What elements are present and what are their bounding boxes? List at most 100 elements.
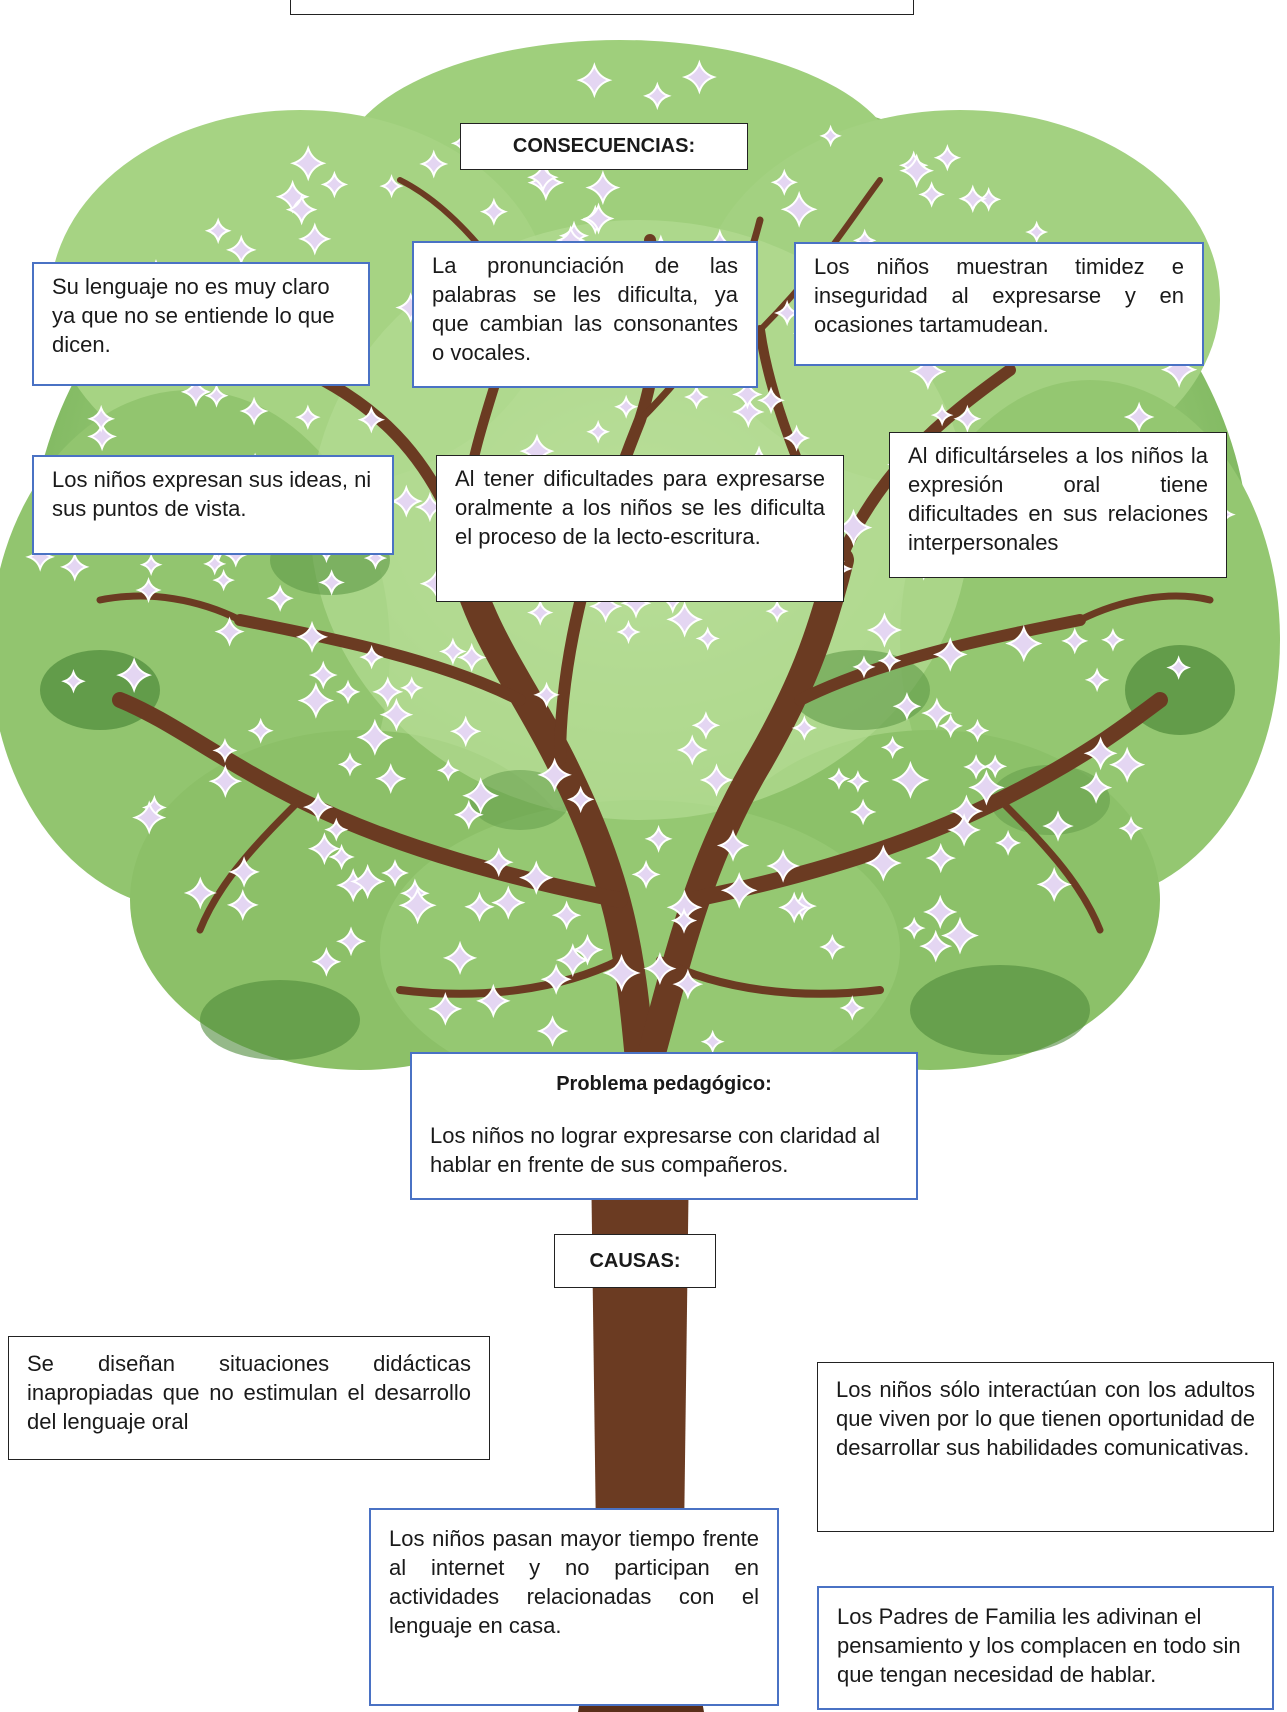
flower-icon [439, 637, 467, 666]
problema-text: Los niños no lograr expresarse con clari… [430, 1123, 881, 1177]
consecuencia-lecto-escritura: Al tener dificultades para expresarse or… [436, 455, 844, 602]
flower-icon [631, 859, 661, 889]
flower-icon [476, 983, 511, 1019]
flower-icon [208, 764, 243, 798]
flower-icon [285, 193, 318, 226]
flower-icon [1166, 655, 1191, 680]
flower-icon [571, 933, 604, 966]
flower-icon [295, 404, 321, 430]
causa-internet: Los niños pasan mayor tiempo frente al i… [369, 1508, 779, 1706]
flower-icon [585, 170, 621, 206]
flower-icon [1061, 627, 1089, 655]
flower-icon [324, 817, 349, 842]
flower-icon [212, 737, 238, 763]
flower-icon [732, 395, 765, 429]
flower-icon [442, 940, 478, 976]
flower-icon [1160, 351, 1198, 388]
flower-icon [902, 916, 926, 940]
flower-icon [576, 62, 613, 99]
flower-icon [780, 190, 818, 228]
consecuencias-heading: CONSECUENCIAS: [460, 123, 748, 170]
flower-icon [1079, 771, 1113, 804]
flower-icon [453, 799, 484, 830]
flower-icon [1042, 810, 1074, 842]
flower-icon [958, 184, 988, 213]
flower-icon [995, 829, 1022, 856]
causa-padres-adivinan: Los Padres de Familia les adivinan el pe… [817, 1586, 1274, 1710]
flower-icon [643, 81, 672, 111]
flower-icon [602, 953, 641, 992]
causas-heading: CAUSAS: [554, 1234, 716, 1288]
flower-icon [462, 777, 500, 815]
flower-icon [1118, 816, 1144, 841]
flower-icon [965, 718, 990, 743]
flower-icon [700, 1029, 725, 1054]
flower-icon [770, 168, 798, 196]
flower-icon [60, 552, 90, 582]
flower-icon [464, 891, 495, 922]
flower-icon [318, 569, 345, 596]
flower-icon [226, 888, 259, 921]
flower-icon [266, 584, 294, 612]
flower-icon [666, 601, 703, 638]
flower-icon [479, 197, 508, 226]
flower-icon [337, 752, 363, 777]
flower-icon [379, 697, 414, 732]
flower-icon [379, 174, 404, 199]
flower-icon [716, 829, 750, 862]
flower-icon [757, 386, 785, 415]
flower-icon [684, 384, 709, 410]
flower-icon [363, 546, 388, 570]
flower-icon [968, 769, 1005, 806]
consecuencia-relaciones: Al dificultárseles a los niños la expres… [889, 432, 1227, 578]
flower-icon [877, 648, 902, 673]
flower-icon [566, 785, 595, 814]
flower-icon [214, 616, 245, 647]
flower-icon [457, 642, 487, 673]
flower-icon [582, 202, 615, 235]
flower-icon [953, 404, 982, 433]
flower-icon [1101, 627, 1125, 652]
flower-icon [536, 1015, 569, 1047]
flower-icon [589, 589, 623, 623]
flower-icon [681, 59, 717, 95]
flower-icon [1005, 624, 1043, 663]
flower-icon [307, 832, 341, 866]
flower-icon [61, 668, 86, 694]
flower-icon [335, 679, 361, 705]
flower-icon [899, 153, 935, 189]
flower-icon [555, 943, 590, 978]
flower-icon [852, 655, 876, 679]
flower-icon [1036, 866, 1072, 902]
flower-icon [691, 711, 721, 740]
flower-icon [356, 718, 394, 756]
flower-icon [921, 697, 953, 729]
flower-icon [328, 843, 355, 871]
flower-icon [720, 871, 758, 909]
flower-icon [930, 403, 954, 427]
flower-icon [135, 576, 162, 604]
consecuencia-expresan-ideas: Los niños expresan sus ideas, ni sus pun… [32, 455, 394, 555]
flower-icon [204, 217, 232, 245]
flower-icon [204, 383, 229, 408]
flower-icon [919, 929, 953, 963]
flower-icon [350, 863, 386, 900]
flower-icon [983, 754, 1008, 779]
flower-icon [203, 552, 227, 576]
flower-icon [676, 734, 708, 766]
flower-icon [212, 568, 235, 592]
flower-icon [783, 424, 811, 452]
flower-icon [846, 770, 870, 793]
flower-icon [1025, 220, 1049, 244]
flower-icon [880, 735, 905, 760]
flower-icon [672, 968, 704, 1000]
flower-icon [336, 926, 366, 957]
flower-icon [941, 916, 979, 955]
flower-icon [303, 791, 334, 823]
flower-icon [699, 763, 734, 797]
top-partial-box [290, 0, 914, 15]
flower-icon [359, 644, 384, 670]
flower-icon [614, 394, 639, 419]
flower-icon [297, 682, 335, 719]
flower-icon [398, 886, 437, 925]
